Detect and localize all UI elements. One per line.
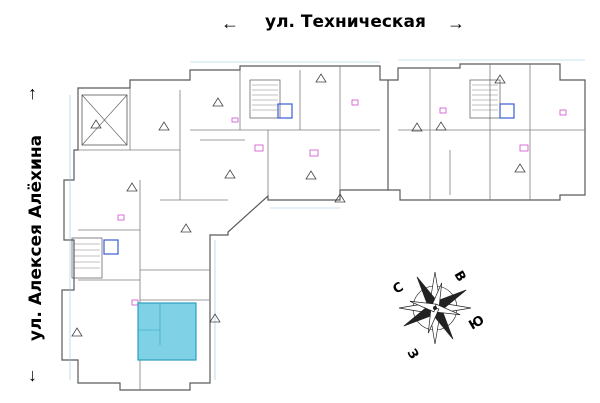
street-name-top: ул. Техническая [265, 12, 426, 32]
compass-south-label: Ю [467, 313, 488, 334]
elevator-shafts [103, 103, 515, 255]
interior-walls [78, 64, 585, 390]
door-markers [117, 99, 567, 306]
triangle-markers [71, 73, 526, 337]
highlighted-apartment[interactable] [137, 302, 197, 361]
compass-east-label: В [451, 269, 469, 285]
street-left: ↑ ул. Алексея Алёхина ↓ [0, 0, 60, 403]
compass-north-label: С [391, 280, 407, 298]
arrow-up-icon: ↑ [28, 83, 37, 103]
arrow-right-icon: → [447, 13, 465, 33]
staircases [71, 79, 501, 279]
building-outline [61, 63, 586, 391]
arrow-left-icon: ← [221, 13, 239, 33]
compass-rose: С В Ю З [391, 269, 488, 363]
arrow-down-icon: ↓ [28, 365, 37, 385]
street-top: ← ул. Техническая → [0, 0, 600, 44]
compass-west-label: З [404, 347, 422, 363]
dimension-lines [69, 59, 585, 380]
